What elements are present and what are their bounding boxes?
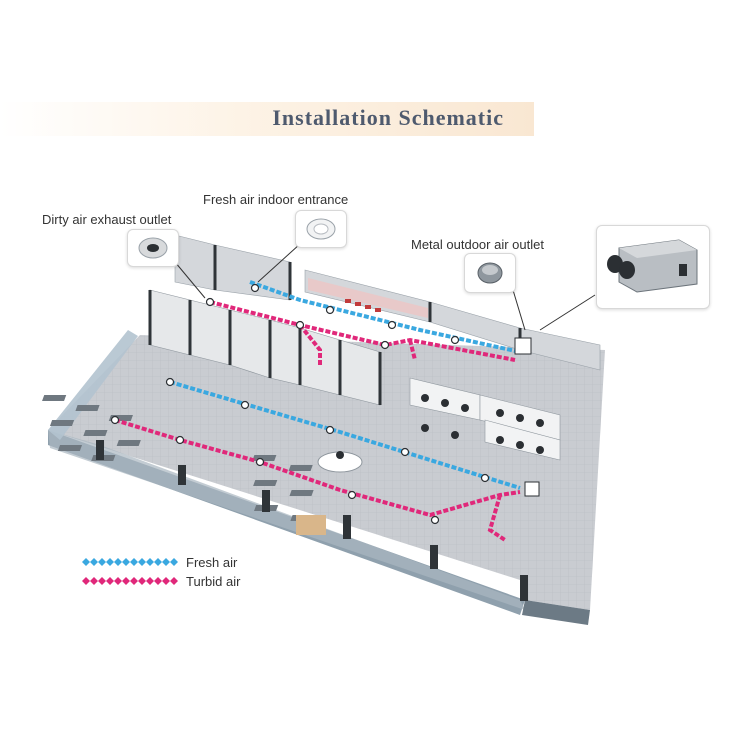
exhaust-grille-icon bbox=[138, 237, 168, 259]
supply-diffuser-icon bbox=[306, 218, 336, 240]
fresh-indoor-label: Fresh air indoor entrance bbox=[203, 192, 349, 207]
metal-outdoor-callout bbox=[464, 253, 516, 293]
dirty-air-callout bbox=[127, 229, 179, 267]
outdoor-vent-icon bbox=[477, 262, 503, 284]
diffusers bbox=[110, 283, 490, 525]
leader-lines bbox=[174, 243, 596, 331]
dirty-air-label: Dirty air exhaust outlet bbox=[42, 212, 172, 227]
feature-wall bbox=[308, 278, 428, 318]
page-title: Installation Schematic bbox=[272, 105, 504, 130]
legend-turbid-label: Turbid air bbox=[186, 574, 241, 589]
turbid-air-duct bbox=[114, 300, 521, 542]
entrance-door bbox=[296, 515, 326, 535]
title-banner: Installation Schematic bbox=[0, 102, 534, 136]
feature-wall-signs bbox=[345, 299, 381, 312]
erv-unit-callout bbox=[596, 225, 710, 309]
legend-fresh-label: Fresh air bbox=[186, 555, 238, 570]
fresh-air-duct bbox=[169, 280, 521, 490]
reception-desk bbox=[317, 451, 363, 473]
fresh-indoor-callout bbox=[295, 210, 347, 248]
erv-units bbox=[514, 337, 540, 497]
pillars bbox=[96, 440, 528, 601]
metal-outdoor-label: Metal outdoor air outlet bbox=[411, 237, 544, 252]
erv-unit-icon bbox=[607, 239, 698, 293]
left-glass-wall bbox=[48, 330, 138, 440]
office-chairs bbox=[421, 394, 544, 454]
restroom-dividers bbox=[148, 245, 522, 405]
